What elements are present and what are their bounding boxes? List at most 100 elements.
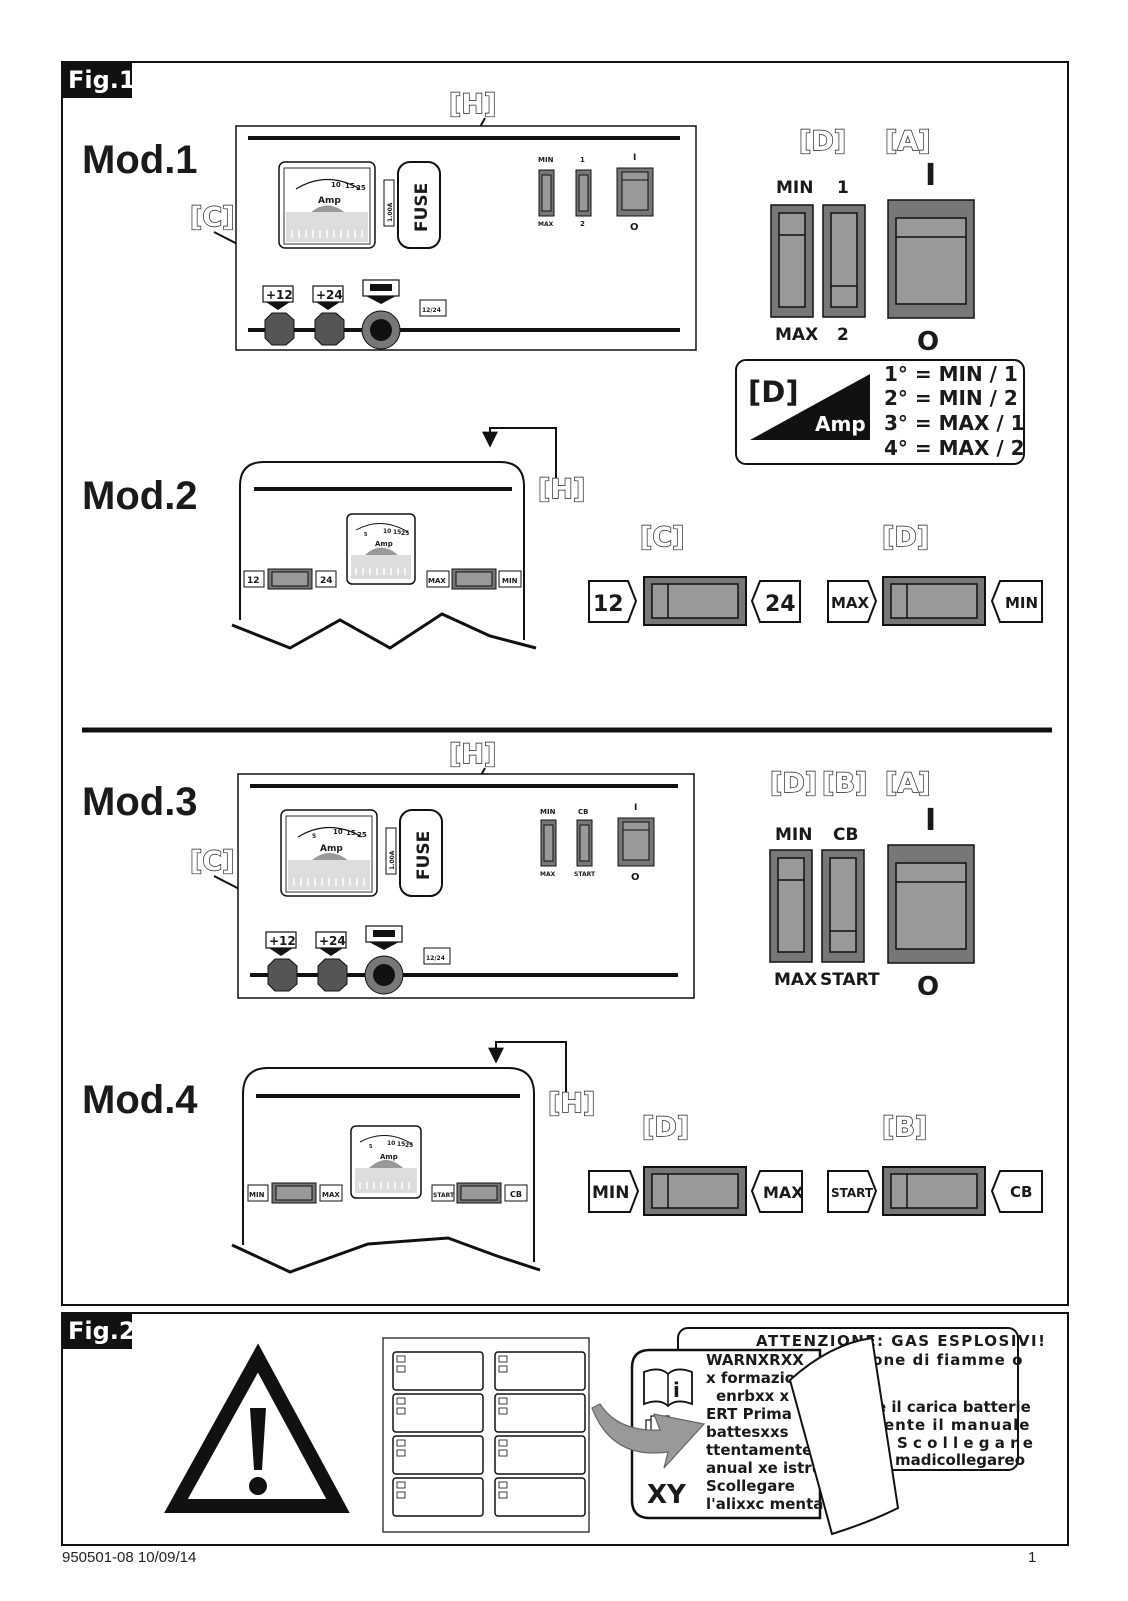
mod4-zoom-d-left: MIN xyxy=(592,1183,629,1203)
mod1-power-switch[interactable]: I O xyxy=(616,153,654,233)
front-line2: x formazio xyxy=(706,1369,795,1387)
mod1-zoom-d2-top: 1 xyxy=(837,178,849,198)
apply-arrow xyxy=(591,1403,706,1469)
front-line7: anual xe istru xyxy=(706,1459,822,1477)
mod3-fuse: FUSE 1.00A xyxy=(385,809,443,897)
mod3-sw2-top: CB xyxy=(578,808,588,816)
mod4-zoom-b-right: CB xyxy=(1010,1183,1032,1201)
mod2-zoom-d-left: MAX xyxy=(831,594,870,612)
translated-warning-label: i XY WARNXRXX x formazio enrbxx x ERT Pr… xyxy=(630,1348,832,1520)
mod2-left-b: 24 xyxy=(320,576,333,586)
mod4-meter-scale-25: 25 xyxy=(405,1142,413,1149)
mod2-front-panel: 5 10 15 25 Amp 12 24 MAX MIN xyxy=(231,461,537,650)
mod1-fuse: FUSE 1.00A xyxy=(383,161,441,249)
mod4-title: Mod.4 xyxy=(82,1078,198,1122)
mod2-left-a: 12 xyxy=(247,576,260,586)
mod3-front-panel: 5 10 15 25 Amp FUSE 1.00A MIN MAX CB xyxy=(237,773,695,999)
mod4-tag-d: [D] xyxy=(642,1112,689,1143)
mod4-left-b: MAX xyxy=(322,1191,340,1199)
mod3-meter-label: Amp xyxy=(320,844,343,854)
mod1-zoom-d-bottom: MAX xyxy=(775,325,818,345)
mod1-switch-1-2[interactable]: 1 2 xyxy=(575,156,592,228)
fig2-frame: Fig.2 xyxy=(61,1312,1069,1546)
front-line9: l'alixxc mentaz xyxy=(706,1495,832,1513)
front-badge: XY xyxy=(647,1480,687,1510)
mod1-switch-zoom: [D] [A] MIN 1 I MAX 2 O xyxy=(770,125,975,357)
mod1-meter-scale-15: 15 xyxy=(345,182,355,190)
front-line1: WARNXRXX xyxy=(706,1351,804,1369)
mod3-tag-h: [H] xyxy=(449,739,496,770)
fig1-label: Fig.1 xyxy=(68,66,136,94)
mod3-terminal-plus24[interactable]: +24 xyxy=(315,931,348,992)
mod3-meter-scale-10: 10 xyxy=(333,828,343,836)
mod4-meter-label: Amp xyxy=(380,1153,398,1161)
mod1-sw1-top: MIN xyxy=(538,156,554,164)
mod3-switch-min-max[interactable]: MIN MAX xyxy=(540,808,557,878)
mod2-meter-scale-15: 15 xyxy=(393,529,401,536)
mod1-front-panel: 10 15 25 Amp FUSE 1.00A MIN MAX 1 xyxy=(235,125,697,351)
mod1-fuse-rating: 1.00A xyxy=(387,202,394,222)
mod2-meter-scale-5: 5 xyxy=(364,532,368,538)
mod3-terminal-negative[interactable] xyxy=(364,925,404,995)
mod2-zoom-c-left: 12 xyxy=(593,592,624,617)
fig2-label: Fig.2 xyxy=(68,1317,136,1345)
mod2-meter-scale-10: 10 xyxy=(383,528,391,535)
mod3-terminal-plus12[interactable]: +12 xyxy=(265,931,298,992)
mod4-left-a: MIN xyxy=(249,1191,265,1199)
mod4-front-panel: 5 10 15 25 Amp MIN MAX START CB xyxy=(231,1067,541,1274)
mod1-zoom-a-top: I xyxy=(925,158,936,193)
legend-tag-d: [D] xyxy=(748,375,799,409)
mod1-battery-icon: 12/24 xyxy=(419,299,447,317)
mod3-switch-cb-start[interactable]: CB START xyxy=(574,808,596,878)
mod1-zoom-a-bottom: O xyxy=(917,327,939,357)
mod3-power-bottom: O xyxy=(631,872,640,883)
back-line6: madicollegareo xyxy=(895,1451,1025,1469)
mod1-terminal-negative[interactable] xyxy=(361,279,401,350)
front-line6: ttentamente xyxy=(706,1441,812,1459)
front-line3: enrbxx x xyxy=(716,1387,790,1405)
mod1-power-top: I xyxy=(633,153,636,163)
mod1-sw1-bottom: MAX xyxy=(538,221,554,228)
mod3-sw2-bottom: START xyxy=(574,871,596,878)
mod1-tag-d: [D] xyxy=(799,126,846,157)
mod2-tag-c: [C] xyxy=(640,522,685,553)
mod2-switch-12-24[interactable]: 12 24 xyxy=(243,568,337,590)
page-number: 1 xyxy=(1028,1549,1036,1566)
mod1-tag-a: [A] xyxy=(885,126,931,157)
mod4-switch-min-max[interactable]: MIN MAX xyxy=(247,1182,343,1204)
mod3-zoom-a-top: I xyxy=(925,803,936,838)
mod1-terminal-12-label: +12 xyxy=(266,288,293,302)
mod1-meter-scale-10: 10 xyxy=(331,181,341,189)
mod1-terminal-plus24[interactable]: +24 xyxy=(312,285,345,346)
mod1-meter-label: Amp xyxy=(318,196,341,206)
mod4-zoom-b-left: START xyxy=(831,1186,874,1200)
legend-row-4: 4° = MAX / 2 xyxy=(884,436,1025,460)
mod4-switch-start-cb[interactable]: START CB xyxy=(431,1182,528,1204)
mod2-zoom-d: [D] MAX MIN xyxy=(827,521,1043,626)
mod4-zoom-d-right: MAX xyxy=(763,1183,804,1202)
mod3-terminal-12-label: +12 xyxy=(269,934,296,948)
mod4-meter-scale-15: 15 xyxy=(397,1141,405,1148)
mod1-fuse-label: FUSE xyxy=(412,183,432,232)
mod4-right-b: CB xyxy=(510,1190,522,1199)
mod3-power-switch[interactable]: I O xyxy=(617,803,655,883)
mod3-battery-icon: 12/24 xyxy=(423,947,451,965)
mod1-sw2-bottom: 2 xyxy=(580,220,585,228)
mod2-tag-d: [D] xyxy=(882,522,929,553)
mod2-ammeter: 5 10 15 25 Amp xyxy=(346,513,416,585)
mod3-sw1-bottom: MAX xyxy=(540,871,556,878)
legend-amp: Amp xyxy=(815,412,866,436)
mod3-switch-zoom: [D] [B] [A] MIN CB I MAX START O xyxy=(769,767,975,1002)
mod2-right-a: MAX xyxy=(428,577,446,585)
label-sheet xyxy=(382,1337,590,1533)
mod3-tag-c: [C] xyxy=(190,846,235,877)
mod3-zoom-b-bottom: START xyxy=(820,970,880,990)
mod3-zoom-b-top: CB xyxy=(833,825,858,845)
legend-row-3: 3° = MAX / 1 xyxy=(884,411,1025,435)
mod2-switch-max-min[interactable]: MAX MIN xyxy=(426,568,522,590)
mod1-switch-min-max[interactable]: MIN MAX xyxy=(538,156,555,228)
mod1-terminal-plus12[interactable]: +12 xyxy=(262,285,295,346)
svg-text:i: i xyxy=(673,1378,680,1402)
mod1-tag-h: [H] xyxy=(449,89,496,120)
